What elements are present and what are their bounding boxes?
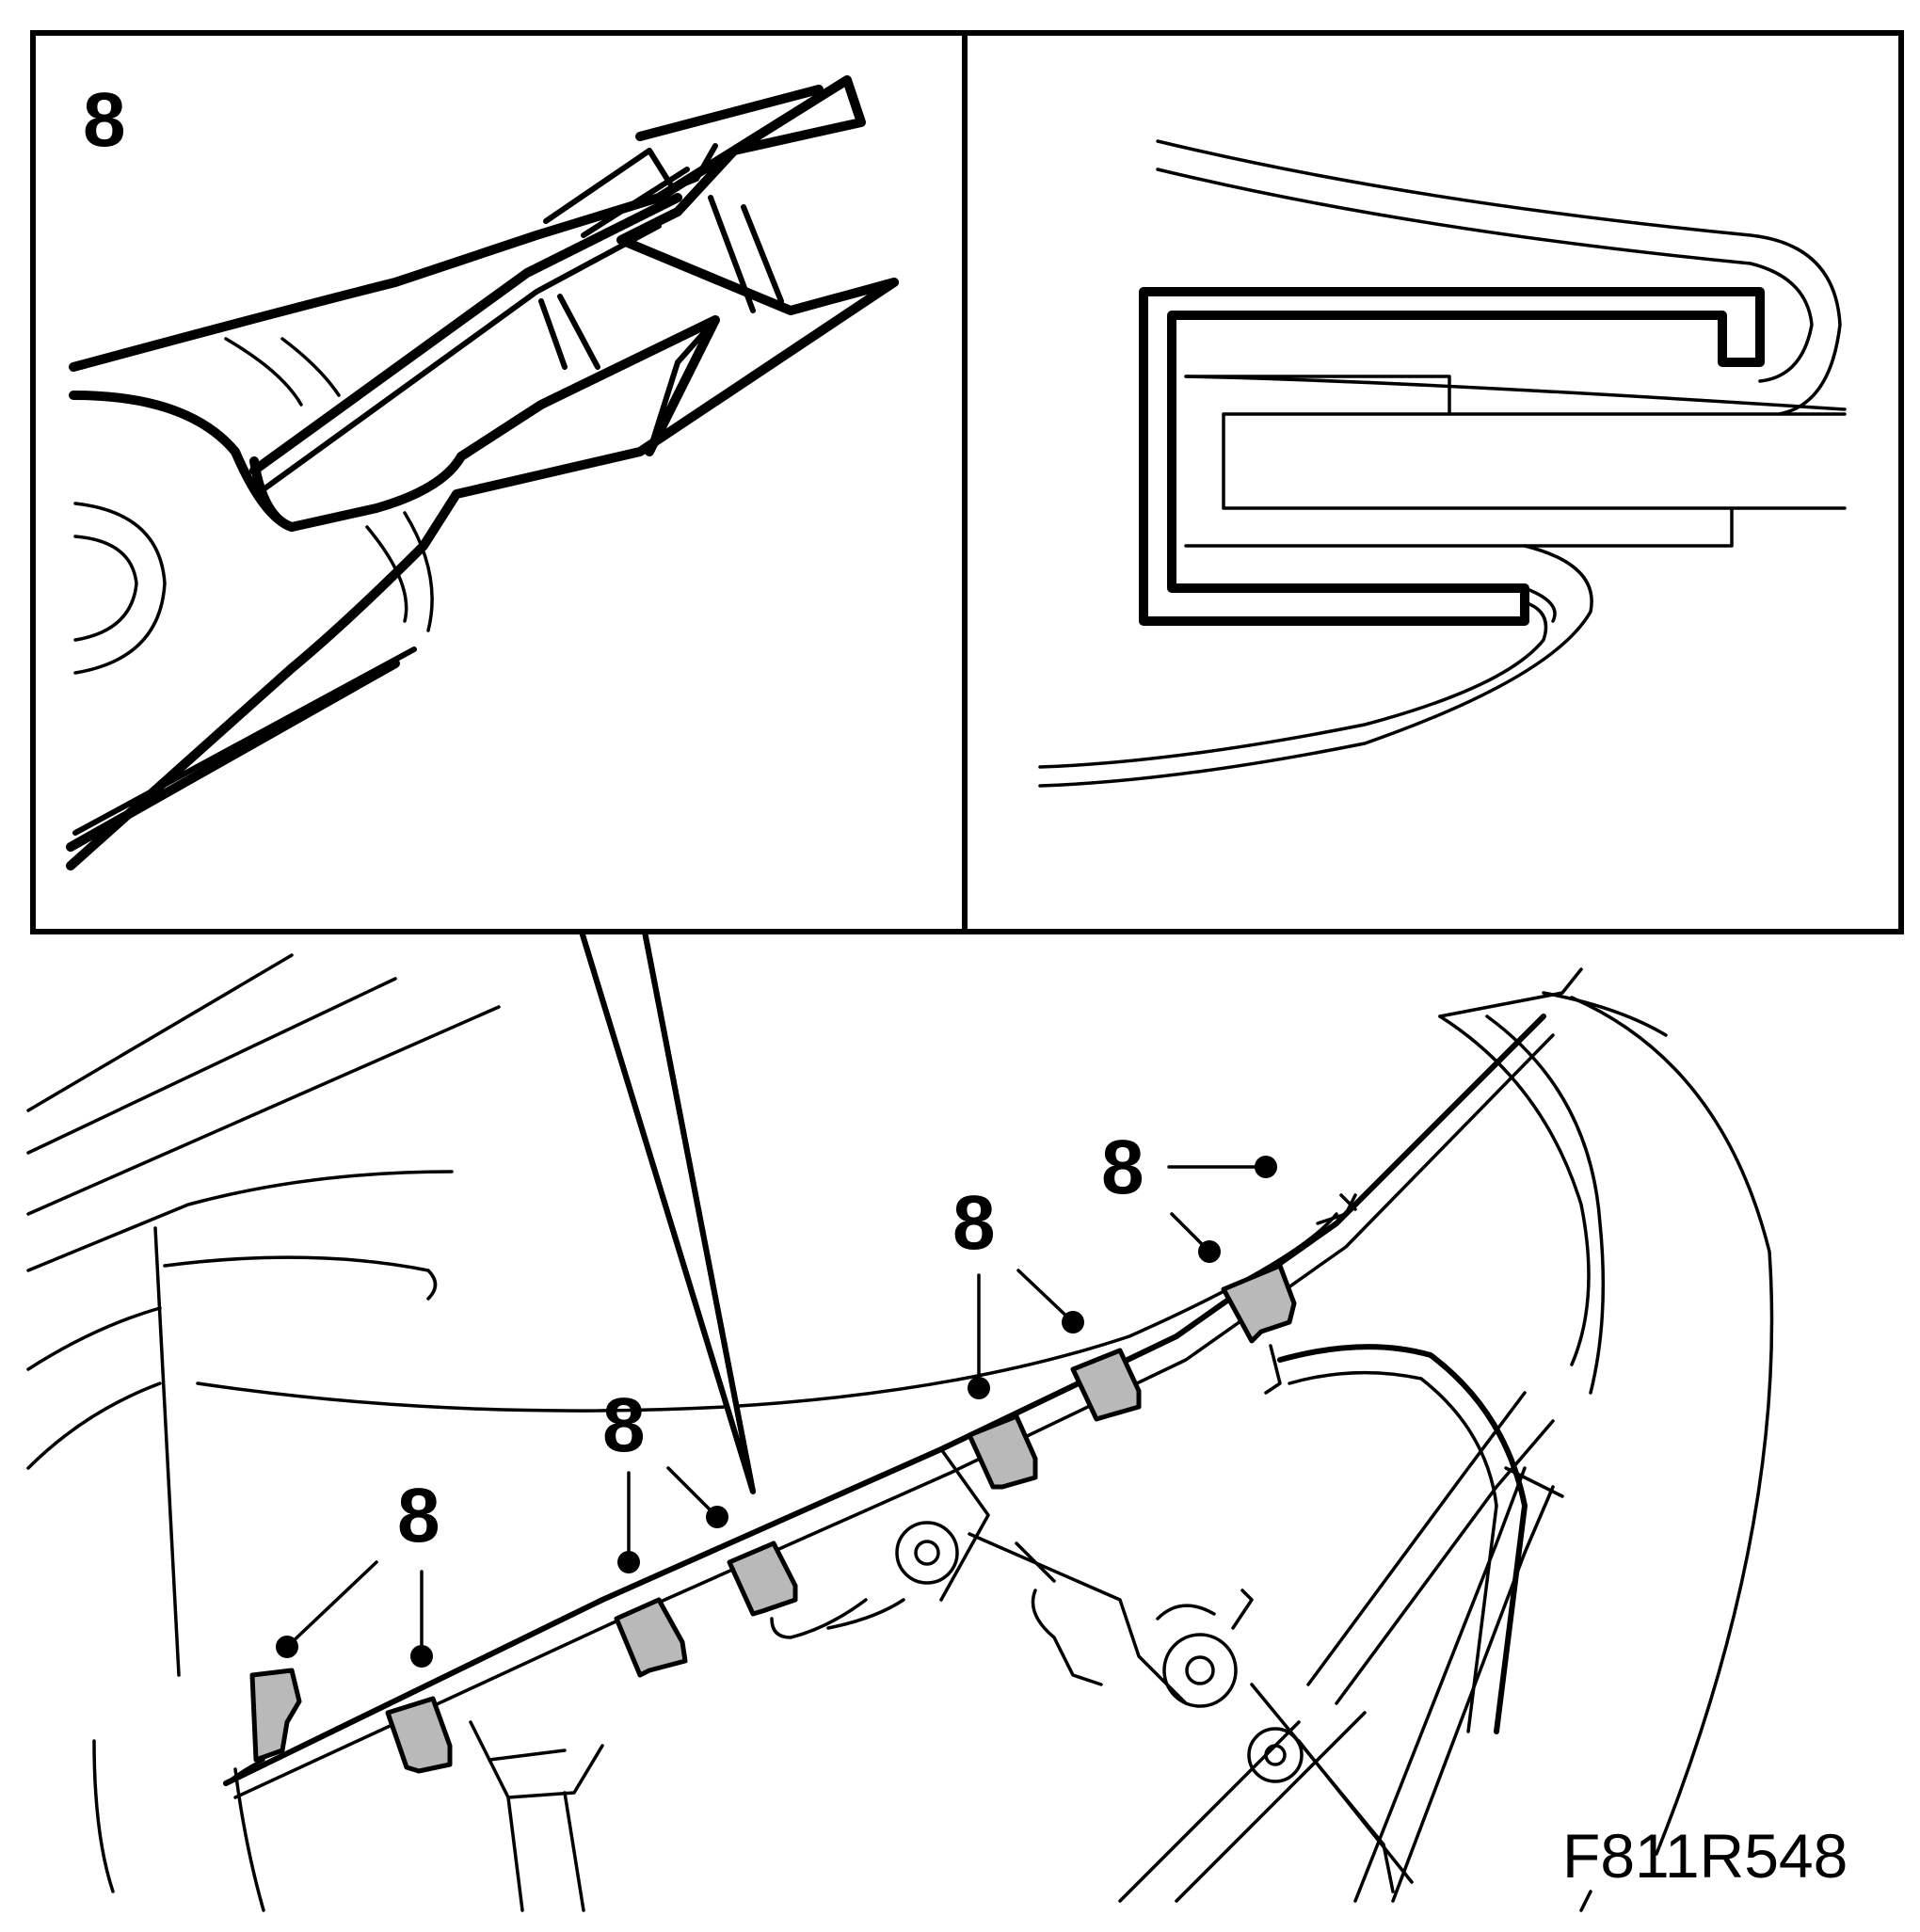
inset-callout-label: 8	[83, 77, 126, 163]
callout-label: 8	[952, 1180, 996, 1266]
callout-label: 8	[1101, 1125, 1144, 1210]
inset-right-section	[1038, 139, 1847, 788]
clip-block	[967, 1413, 1038, 1490]
clip-block	[1070, 1348, 1142, 1422]
clips	[249, 1263, 1297, 1774]
clip-block	[385, 1696, 453, 1774]
callout-label: 8	[397, 1473, 440, 1558]
callout-labels: 8 8 8 8 8 F811R548	[83, 77, 1848, 1891]
leader-lines	[276, 1156, 1277, 1668]
callout-label: 8	[602, 1382, 646, 1468]
clip-block	[727, 1541, 798, 1617]
figure-id: F811R548	[1562, 1821, 1848, 1891]
clip-block	[1221, 1263, 1297, 1344]
inset-panels	[30, 30, 1904, 1494]
clip-block	[249, 1668, 302, 1763]
inset-left-tool	[66, 75, 899, 870]
main-illustration	[26, 953, 1774, 1912]
clip-block	[614, 1597, 688, 1678]
